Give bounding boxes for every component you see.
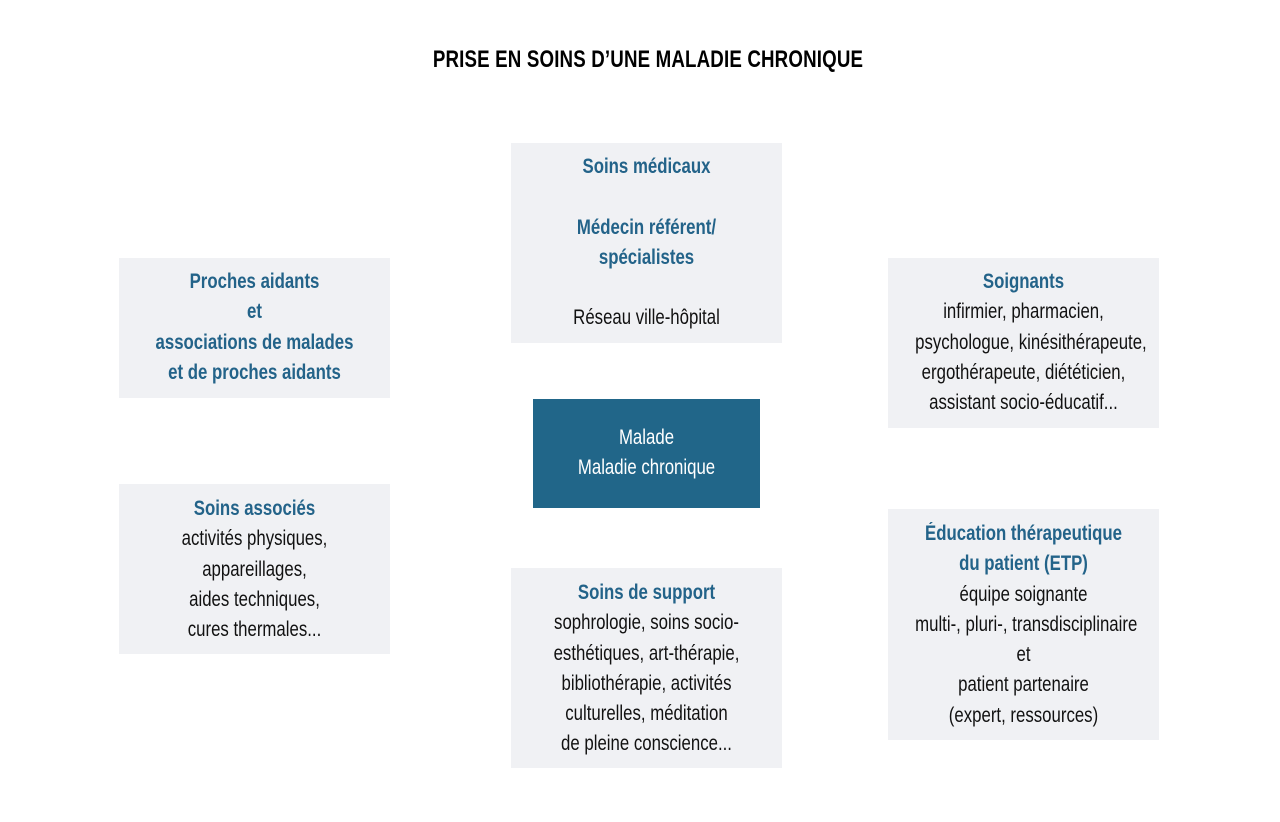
- support-care-line-2: esthétiques, art-thérapie,: [553, 641, 740, 665]
- nurses-line-1: infirmier, pharmacien,: [943, 300, 1104, 324]
- patient-label: Malade: [618, 426, 675, 449]
- etp-line-3: et: [1016, 643, 1031, 667]
- diagram-title: PRISE EN SOINS D’UNE MALADIE CHRONIQUE: [432, 46, 864, 73]
- associated-care-heading: Soins associés: [193, 497, 316, 520]
- etp-heading-line-1: Éducation thérapeutique: [925, 522, 1122, 545]
- etp-line-1: équipe soignante: [959, 582, 1088, 606]
- medical-care-network: Réseau ville-hôpital: [573, 306, 720, 330]
- associated-care-line-3: aides techniques,: [189, 587, 320, 611]
- medical-care-box: Soins médicaux Médecin référent/ spécial…: [511, 143, 782, 343]
- support-care-line-5: de pleine conscience...: [561, 732, 732, 756]
- medical-care-sub-line-1: Médecin référent/: [576, 215, 717, 239]
- support-care-line-3: bibliothérapie, activités: [561, 671, 732, 695]
- nurses-line-4: assistant socio-éducatif...: [929, 391, 1118, 415]
- nurses-heading: Soignants: [982, 270, 1065, 293]
- medical-care-sub-line-2: spécialistes: [598, 245, 695, 269]
- etp-line-4: patient partenaire: [958, 673, 1089, 697]
- support-care-heading: Soins de support: [577, 581, 716, 604]
- caregivers-line-1: Proches aidants: [189, 270, 320, 293]
- chronic-disease-label: Maladie chronique: [577, 456, 716, 480]
- nurses-line-2: psychologue, kinésithérapeute,: [915, 330, 1147, 354]
- caregivers-line-3: associations de malades: [155, 330, 354, 354]
- caregivers-line-2: et: [247, 300, 262, 324]
- caregivers-line-4: et de proches aidants: [168, 360, 341, 384]
- spacer: [538, 273, 755, 303]
- patient-center-box: Malade Maladie chronique: [533, 399, 760, 508]
- medical-care-heading: Soins médicaux: [582, 155, 711, 178]
- support-care-box: Soins de support sophrologie, soins soci…: [511, 568, 782, 768]
- associated-care-line-2: appareillages,: [202, 557, 307, 581]
- caregivers-box: Proches aidants et associations de malad…: [119, 258, 390, 398]
- associated-care-line-4: cures thermales...: [187, 618, 322, 642]
- support-care-line-4: culturelles, méditation: [565, 702, 728, 726]
- etp-line-2: multi-, pluri-, transdisciplinaire: [915, 612, 1138, 636]
- support-care-line-1: sophrologie, soins socio-: [554, 611, 739, 635]
- nurses-line-3: ergothérapeute, diététicien,: [921, 360, 1126, 384]
- associated-care-box: Soins associés activités physiques, appa…: [119, 484, 390, 654]
- etp-box: Éducation thérapeutique du patient (ETP)…: [888, 509, 1159, 740]
- associated-care-line-1: activités physiques,: [181, 527, 328, 551]
- etp-line-5: (expert, ressources): [948, 703, 1099, 727]
- etp-heading-line-2: du patient (ETP): [959, 552, 1088, 576]
- spacer: [538, 182, 755, 212]
- nurses-box: Soignants infirmier, pharmacien, psychol…: [888, 258, 1159, 428]
